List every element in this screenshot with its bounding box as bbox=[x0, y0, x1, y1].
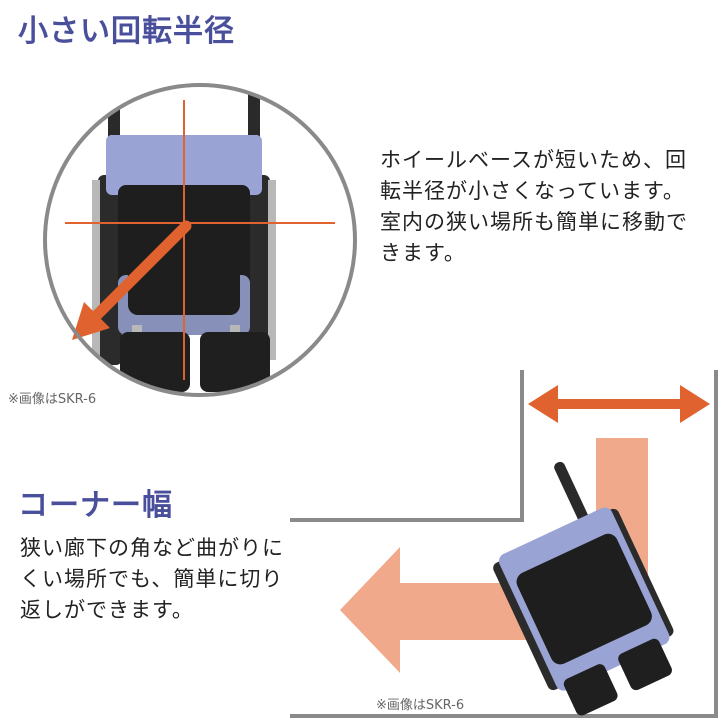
width-arrow-right-head bbox=[680, 385, 710, 423]
turning-radius-description: ホイールベースが短いため、回転半径が小さくなっています。室内の狭い場所も簡単に移… bbox=[380, 148, 688, 265]
corner-width-description: 狭い廊下の角など曲がりにくい場所でも、簡単に切り返しができます。 bbox=[20, 536, 284, 622]
outer-corner-wall bbox=[290, 370, 718, 718]
turning-radius-heading: 小さい回転半径 bbox=[18, 14, 235, 49]
image-caption: ※画像はSKR-6 bbox=[376, 698, 465, 713]
radius-arrow-shaft bbox=[84, 220, 192, 328]
turning-radius-illustration bbox=[43, 83, 357, 397]
turning-circle bbox=[43, 83, 357, 397]
radius-arrow-head bbox=[72, 302, 110, 340]
inner-corner-wall bbox=[290, 370, 524, 522]
image-caption: ※画像はSKR-6 bbox=[8, 392, 97, 407]
width-arrow-left-head bbox=[528, 385, 558, 423]
corner-width-heading: コーナー幅 bbox=[18, 488, 173, 523]
corner-width-illustration bbox=[290, 370, 718, 718]
wheelchair-rotated bbox=[493, 461, 674, 716]
